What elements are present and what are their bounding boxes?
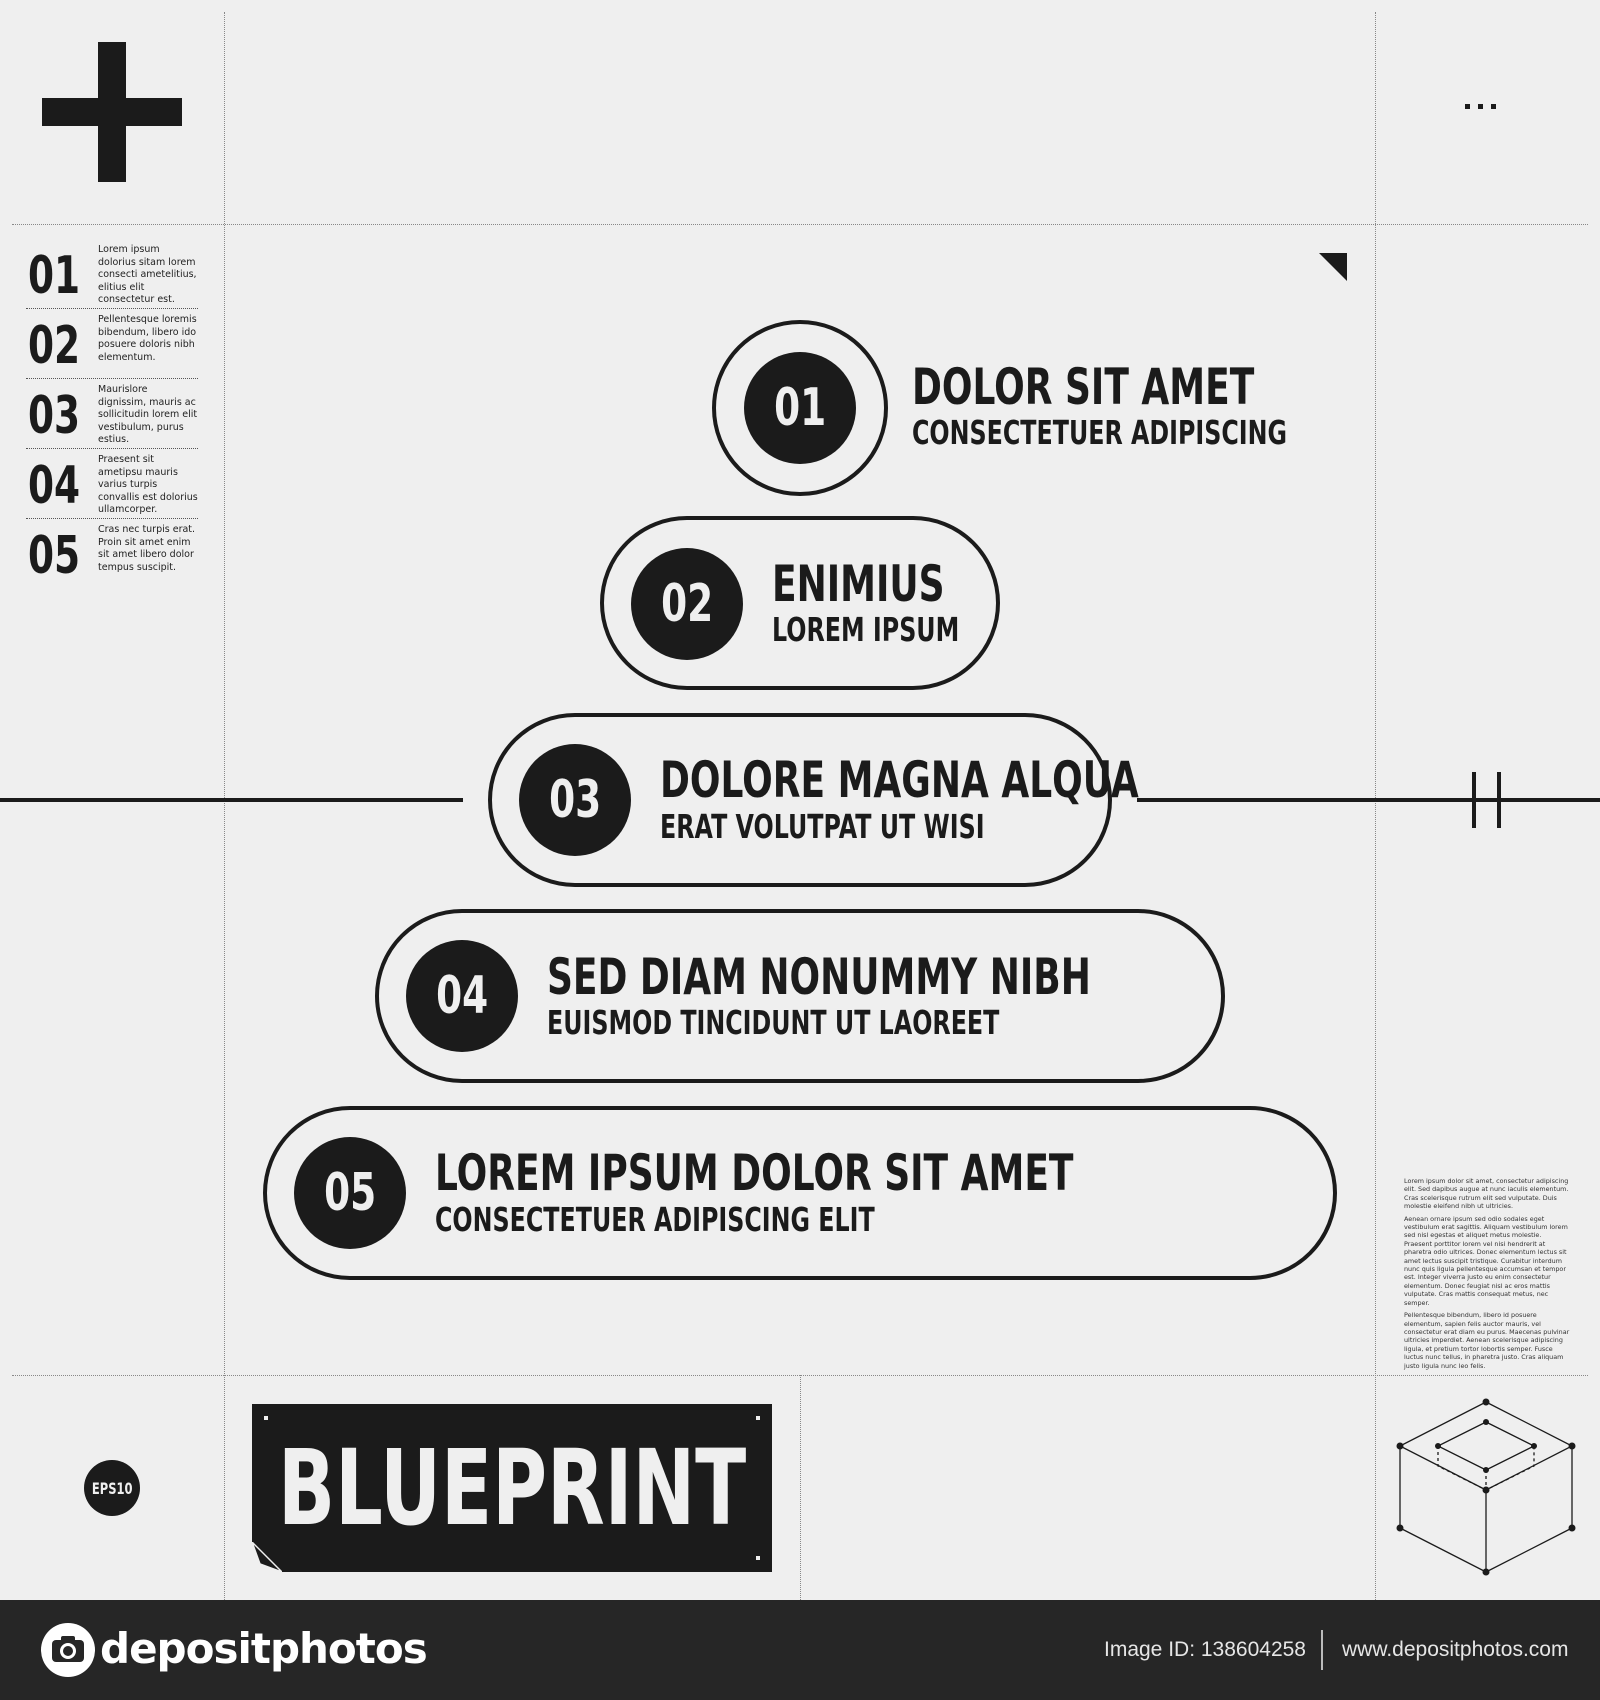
body-paragraph: Aenean ornare ipsum sed odio sodales ege… [1404,1214,1568,1307]
level-subtitle: LOREM IPSUM [772,610,960,649]
list-item: 01 Lorem ipsum dolorius sitam lorem cons… [14,242,198,310]
level-pill [263,1106,1337,1280]
plus-icon [42,42,182,182]
axis-tick-1 [1472,772,1476,828]
index-number: 04 [28,456,81,516]
level-pill [488,713,1112,887]
grid-line-h1 [12,224,1588,225]
camera-logo-icon [41,1623,95,1677]
axis-line-left [0,798,463,802]
body-paragraph: Pellentesque bibendum, libero id posuere… [1404,1311,1570,1370]
level-subtitle: ERAT VOLUTPAT UT WISI [660,807,985,846]
axis-tick-2 [1497,772,1501,828]
index-number: 02 [28,316,81,376]
level-ring [712,320,888,496]
level-subtitle: CONSECTETUER ADIPISCING ELIT [435,1200,875,1239]
index-number: 05 [28,526,81,586]
page-curl-icon [252,1542,282,1572]
level-subtitle: CONSECTETUER ADIPISCING [912,413,1288,452]
body-paragraph: Lorem ipsum dolor sit amet, consectetur … [1404,1177,1569,1211]
level-number-badge: 05 [294,1137,406,1249]
more-dots-icon[interactable] [1465,100,1505,112]
index-text: Pellentesque loremis bibendum, libero id… [98,314,197,363]
footer-divider [1321,1630,1323,1670]
corner-dot [756,1556,760,1560]
list-item: 04 Praesent sit ametipsu mauris varius t… [14,452,198,520]
footer-url-link[interactable]: www.depositphotos.com [1342,1638,1569,1661]
level-title: SED DIAM NONUMMY NIBH [547,948,1091,1006]
level-number-badge: 04 [406,940,518,1052]
index-text: Maurislore dignissim, mauris ac sollicit… [98,384,198,445]
divider [26,378,198,379]
corner-triangle-icon [1319,253,1347,281]
index-text: Praesent sit ametipsu mauris varius turp… [98,454,198,515]
index-number: 03 [28,386,81,446]
divider [26,448,198,449]
index-text: Cras nec turpis erat. Proin sit amet eni… [98,524,196,573]
level-number-badge: 02 [631,548,743,660]
level-subtitle: EUISMOD TINCIDUNT UT LAOREET [547,1003,1000,1042]
index-number: 01 [28,246,81,306]
grid-line-v2 [1375,12,1376,1600]
grid-line-v1 [224,12,225,1600]
level-title: ENIMIUS [772,555,945,613]
grid-line-v3 [800,1375,801,1600]
eps-badge: EPS10 [84,1460,140,1516]
footer-logo-text[interactable]: depositphotos [100,1624,428,1673]
divider [26,518,198,519]
level-title: LOREM IPSUM DOLOR SIT AMET [435,1144,1074,1202]
eps-label: EPS10 [91,1478,133,1498]
list-item: 05 Cras nec turpis erat. Proin sit amet … [14,522,198,590]
body-text-block: Lorem ipsum dolor sit amet, consectetur … [1404,1177,1570,1370]
corner-dot [756,1416,760,1420]
footer-bar: depositphotos Image ID: 138604258 www.de… [0,1600,1600,1700]
level-number-badge: 01 [744,352,856,464]
level-pill [600,516,1000,690]
blueprint-label-box: BLUEPRINT [252,1404,772,1572]
level-title: DOLOR SIT AMET [912,358,1255,416]
corner-dot [264,1416,268,1420]
wireframe-cube-icon [1396,1398,1576,1576]
list-item: 03 Maurislore dignissim, mauris ac solli… [14,382,198,450]
list-item: 02 Pellentesque loremis bibendum, libero… [14,312,198,380]
axis-line-right [1137,798,1600,802]
level-number-badge: 03 [519,744,631,856]
footer-image-id: Image ID: 138604258 [1104,1638,1306,1661]
grid-line-h2 [12,1375,1588,1376]
level-title: DOLORE MAGNA ALQUA [660,751,1139,809]
index-text: Lorem ipsum dolorius sitam lorem consect… [98,244,197,305]
blueprint-title: BLUEPRINT [277,1427,747,1549]
divider [26,308,198,309]
level-pill [375,909,1225,1083]
